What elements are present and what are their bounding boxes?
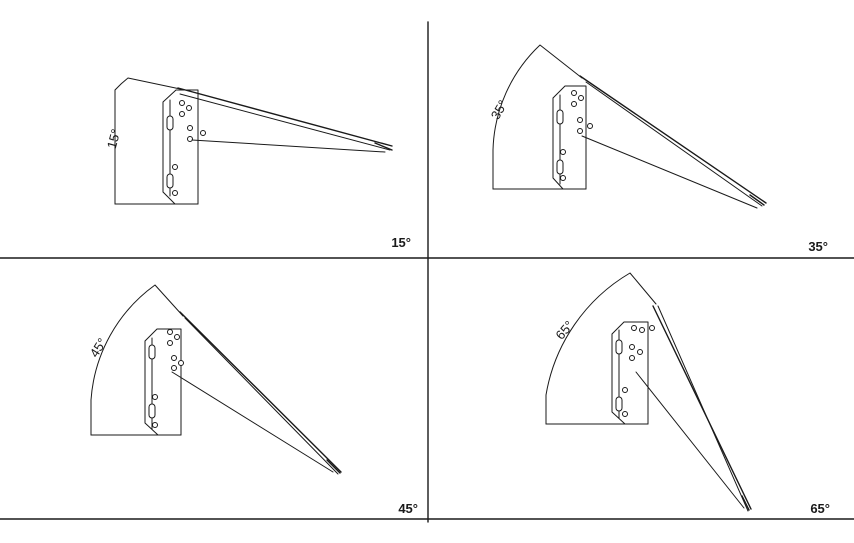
arm-top-45 xyxy=(179,311,342,473)
corner-label-65: 65° xyxy=(810,501,830,516)
slot-top-35 xyxy=(556,109,564,125)
hole-45a xyxy=(167,329,173,335)
arc-label-35: 35° xyxy=(488,97,511,122)
hole-45h xyxy=(152,422,158,428)
slot-bottom-45 xyxy=(148,403,156,419)
angle-arc-35 xyxy=(492,44,583,190)
arc-label-15: 15° xyxy=(104,127,124,150)
hole-65f xyxy=(629,355,635,361)
angle-arc-45 xyxy=(90,284,184,436)
hole-35f xyxy=(577,128,583,134)
panel-35: 35° 35° xyxy=(488,44,828,254)
corner-label-35: 35° xyxy=(808,239,828,254)
hole-15c xyxy=(179,111,185,117)
bracket-45 xyxy=(144,328,182,436)
hole-65a xyxy=(631,325,637,331)
slot-bottom-15 xyxy=(166,173,174,189)
arm-bottom-15 xyxy=(179,93,391,151)
arm-tip-65 xyxy=(741,495,750,511)
hole-15d xyxy=(187,125,193,131)
hole-15e xyxy=(200,130,206,136)
hole-45b xyxy=(174,334,180,340)
arm-tip-35 xyxy=(749,194,765,206)
hole-35c xyxy=(571,101,577,107)
hole-65e xyxy=(637,349,643,355)
hole-15h xyxy=(172,190,178,196)
hole-35g xyxy=(560,149,566,155)
hole-65g xyxy=(622,387,628,393)
hole-15g xyxy=(172,164,178,170)
corner-label-15: 15° xyxy=(391,235,411,250)
arm-tip-45 xyxy=(326,459,341,474)
panel-65: 65° 65° xyxy=(545,272,830,516)
strut-35 xyxy=(581,135,758,209)
slot-bottom-65 xyxy=(615,396,623,412)
corner-label-45: 45° xyxy=(398,501,418,516)
hole-35a xyxy=(571,90,577,96)
arm-top-15 xyxy=(177,87,393,147)
hole-45c xyxy=(167,340,173,346)
angle-arc-15 xyxy=(114,77,186,205)
slot-bottom-35 xyxy=(556,159,564,175)
slot-top-45 xyxy=(148,344,156,360)
arm-tip-15 xyxy=(374,142,393,151)
slot-top-15 xyxy=(166,115,174,131)
hole-35d xyxy=(577,117,583,123)
hole-45f xyxy=(171,365,177,371)
strut-45 xyxy=(171,371,334,473)
hole-45d xyxy=(171,355,177,361)
arm-top-35 xyxy=(579,75,767,204)
hole-35b xyxy=(578,95,584,101)
arm-top-65 xyxy=(652,305,752,510)
arm-bottom-35 xyxy=(585,81,763,207)
hole-45g xyxy=(152,394,158,400)
hole-65c xyxy=(649,325,655,331)
arc-label-65: 65° xyxy=(552,318,576,343)
strut-15 xyxy=(191,139,386,153)
strut-65 xyxy=(635,371,745,509)
bracket-35 xyxy=(552,85,587,190)
hole-65b xyxy=(639,327,645,333)
bracket-65 xyxy=(611,321,649,425)
hole-45e xyxy=(178,360,184,366)
arc-label-45: 45° xyxy=(87,335,110,360)
panel-15: 15° 15° xyxy=(104,77,411,250)
arm-bottom-65 xyxy=(657,305,749,512)
hole-65d xyxy=(629,344,635,350)
slot-top-65 xyxy=(615,339,623,355)
panel-45: 45° 45° xyxy=(87,284,418,516)
hole-65h xyxy=(622,411,628,417)
hole-35e xyxy=(587,123,593,129)
hole-15f xyxy=(187,136,193,142)
bracket-15 xyxy=(162,89,199,205)
hole-35h xyxy=(560,175,566,181)
arm-bottom-45 xyxy=(184,317,339,475)
angle-arc-65 xyxy=(545,272,657,425)
hole-15b xyxy=(186,105,192,111)
hole-15a xyxy=(179,100,185,106)
